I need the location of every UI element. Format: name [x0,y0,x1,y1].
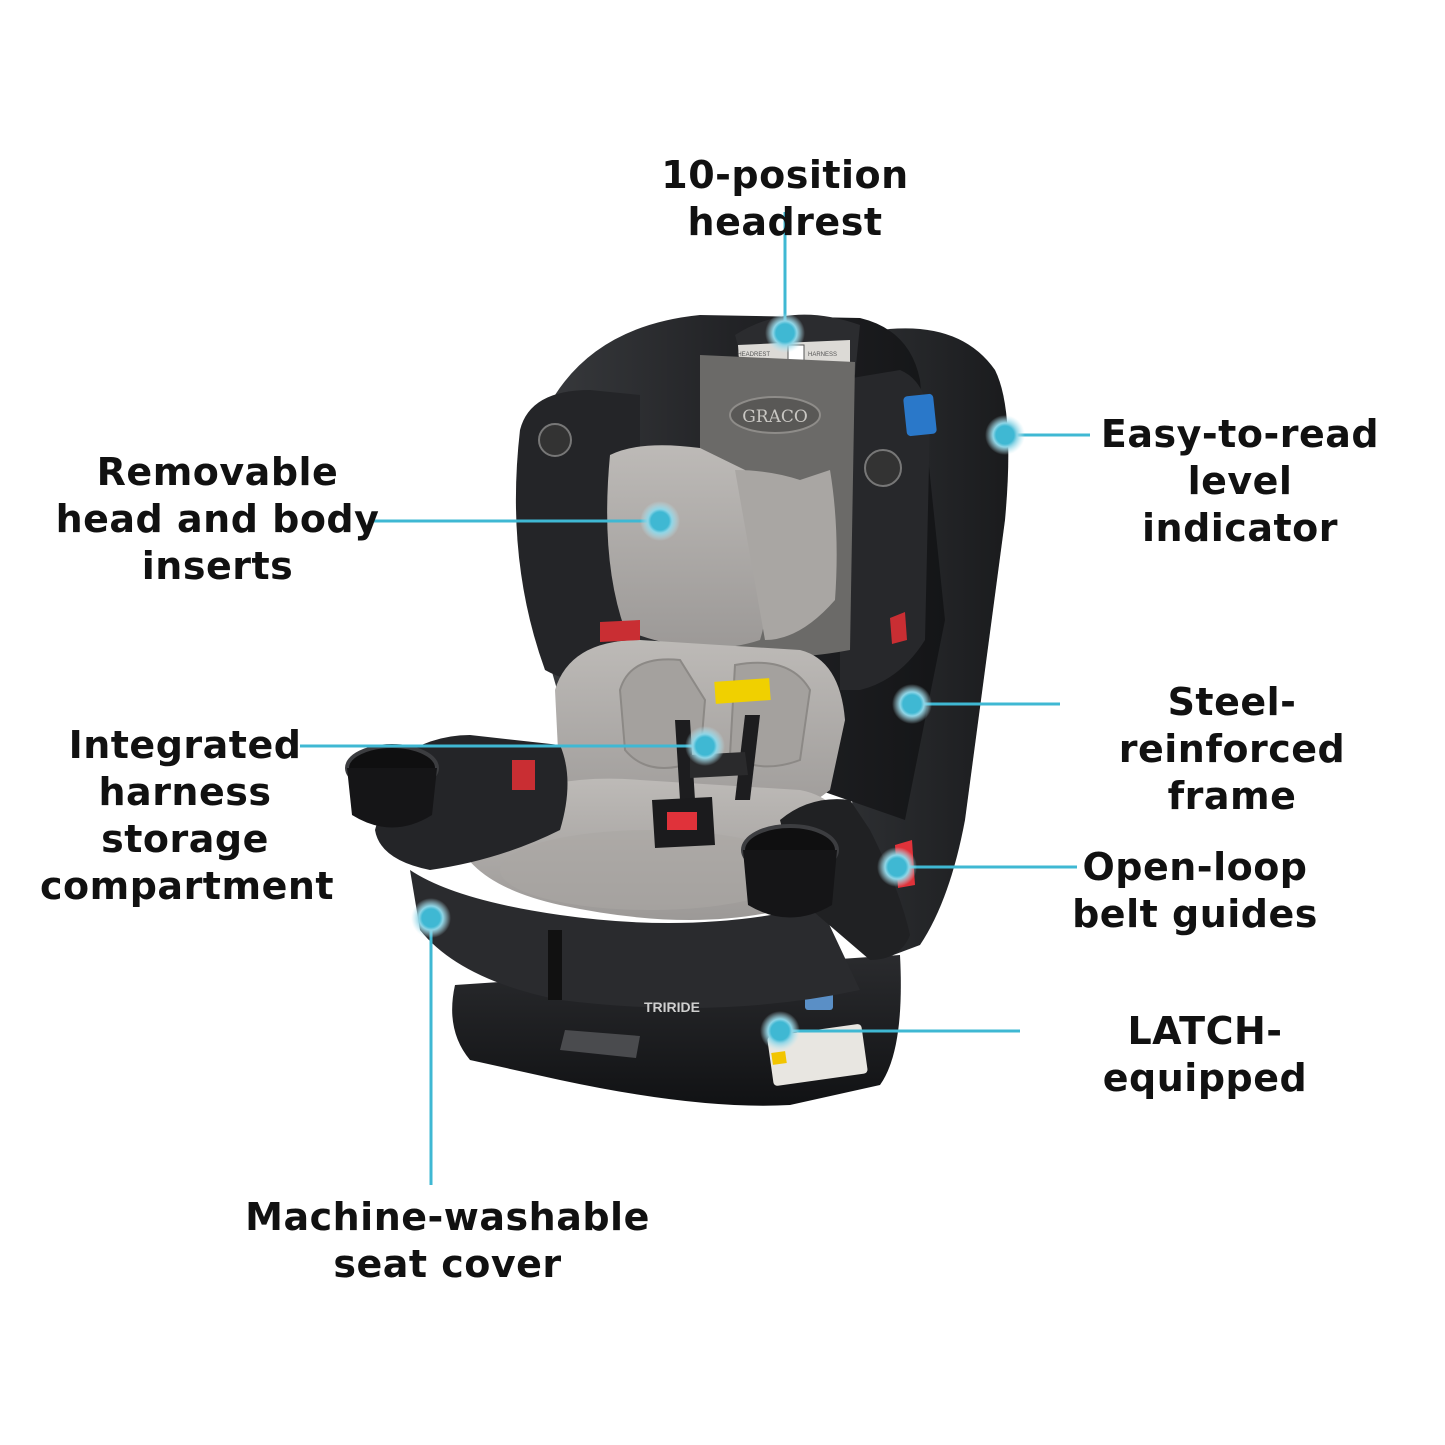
callout-dot-inserts [640,501,680,541]
callout-dot-frame [892,684,932,724]
belt-guide-upper-red [890,612,907,644]
cupholder-right-body [743,850,837,918]
callout-label-frame: Steel-reinforced frame [1118,680,1346,818]
callout-dot-headrest [765,313,805,353]
callout-dot-harness [685,726,725,766]
head-insert [607,445,772,648]
front-strap [548,930,562,1000]
callout-label-belt-guides: Open-loop belt guides [1072,845,1318,936]
buckle-red-button [667,812,697,830]
callout-label-harness-storage: Integrated harness storage compartment [40,723,335,908]
level-indicator-badge [903,393,937,437]
callout-dot-latch [760,1011,800,1051]
callout-dot-level [985,415,1025,455]
callout-label-level-indicator: Easy-to-read level indicator [1100,412,1380,550]
headrest-indicator-right: HARNESS [808,352,837,358]
seat-front [410,870,860,1008]
harness-strap-right [735,715,760,800]
side-impact-badge-right [864,449,902,487]
headwing-right [840,370,930,690]
belt-guide-left-red [512,760,535,790]
side-impact-badge-left [538,423,572,457]
graco-logo-plate [729,396,821,434]
callout-dots [411,313,1025,1051]
callout-dot-cover [411,898,451,938]
graco-logo: GRACO [742,407,808,427]
warning-tag [714,678,771,704]
headrest-indicator-left: HEADREST [737,352,770,358]
recline-handle [560,1030,640,1058]
callout-label-inserts: Removable head and body inserts [55,450,380,588]
callout-dot-belt [877,847,917,887]
callout-label-seat-cover: Machine-washable seat cover [245,1195,650,1286]
callout-label-latch: LATCH-equipped [1102,1009,1308,1100]
callout-label-headrest: 10-position headrest [661,153,909,244]
cupholder-left-body [347,768,437,828]
model-name: TRIRIDE [644,999,700,1015]
headwing-left [515,390,640,684]
callout-lines [300,212,1090,1185]
warning-label-yellow [771,1051,787,1065]
